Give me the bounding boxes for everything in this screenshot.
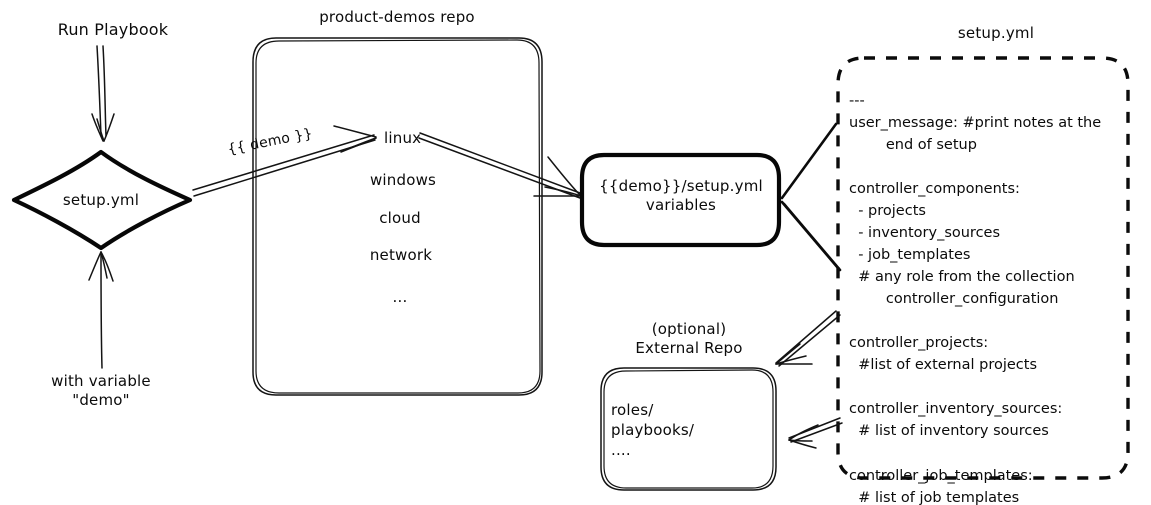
product-demos-repo-title: product-demos repo (319, 8, 475, 26)
arrow-with-variable (88, 251, 114, 369)
arrow-job-templates-to-external-repo (788, 417, 843, 449)
setup-yml-diamond-label: setup.yml (62, 191, 140, 209)
external-repo-box (600, 367, 777, 491)
repo-item-ellipsis: ... (392, 288, 408, 306)
arrow-demo-to-linux (192, 125, 377, 197)
setup-yml-title: setup.yml (957, 24, 1035, 42)
setup-yml-dashed-box (836, 56, 1130, 480)
repo-item-network: network (369, 246, 433, 264)
external-repo-item-ellipsis: .... (611, 441, 631, 459)
variables-box-label: {{demo}}/setup.yml variables (599, 177, 763, 215)
arrow-run-playbook (91, 45, 115, 142)
run-playbook-label: Run Playbook (57, 20, 169, 39)
external-repo-title: (optional) External Repo (635, 320, 743, 358)
arrow-linux-to-variables (418, 132, 582, 199)
repo-item-windows: windows (369, 171, 437, 189)
variables-box (579, 152, 782, 248)
external-repo-item-roles: roles/ (611, 401, 654, 419)
product-demos-repo-box (252, 37, 543, 396)
arrow-projects-to-external-repo (775, 310, 841, 367)
setup-yml-content: --- user_message: #print notes at the en… (849, 93, 1102, 505)
external-repo-item-playbooks: playbooks/ (611, 421, 695, 439)
setup-yml-diamond (11, 149, 193, 251)
with-variable-label: with variable "demo" (51, 372, 151, 410)
repo-item-linux: linux (384, 129, 422, 147)
repo-item-cloud: cloud (379, 209, 421, 227)
arrow-setup-to-variables (780, 122, 842, 272)
